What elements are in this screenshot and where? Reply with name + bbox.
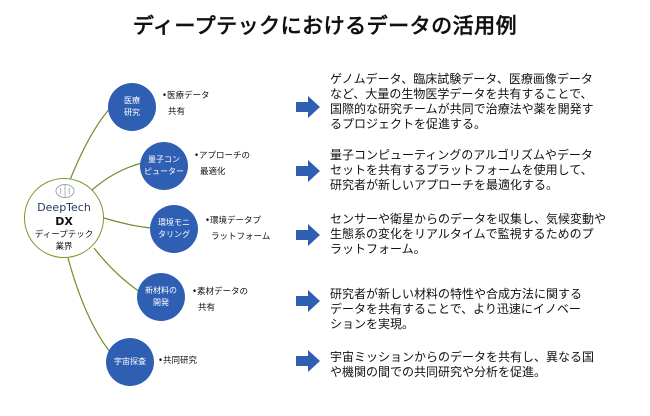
bullet-medical: •医療データ 共有 [162,88,210,120]
bullet-text: •アプローチの [194,151,251,161]
bullet-space: •共同研究 [158,353,197,369]
desc-space: 宇宙ミッションからのデータを共有し、異なる国 や機関の間での共同研究や分析を促進… [330,350,640,380]
node-medical-research: 医療研究 [108,83,156,131]
brain-icon [55,184,75,198]
node-environment-monitoring: 環境モニタリング [150,205,198,253]
desc-line: センサーや衛星からのデータを収集し、気候変動や [330,212,607,226]
bullet-text: 最適化 [200,167,226,178]
node-text: 宇宙探査 [114,357,146,366]
node-text: 開発 [153,298,169,307]
desc-line: や機関の間での共同研究や分析を促進。 [330,365,547,379]
connector-line-1 [69,105,113,181]
desc-line: データを共有することで、より迅速にイノベー [330,302,581,316]
bullet-text: •医療データ [162,91,210,101]
node-text: 医療 [124,96,140,105]
desc-line: ゲノムデータ、臨床試験データ、医療画像データ [330,72,593,86]
desc-line: 量子コンピューティングのアルゴリズムやデータ [330,148,593,162]
node-text: 環境モニ [158,218,190,227]
hub-label-deeptech: DeepTech [37,201,91,214]
bullet-text: •素材データの [192,287,249,297]
desc-line: 研究者が新しいアプローチを最適化する。 [330,178,559,192]
desc-line: セットを共有するプラットフォームを使用して、 [330,163,593,177]
bullet-environment: •環境データプ ラットフォーム [205,213,270,245]
node-space-exploration: 宇宙探査 [106,338,154,386]
desc-line: ションを実現。 [330,317,415,331]
right-arrow-icon [296,224,320,246]
right-arrow-icon [296,160,320,182]
desc-line: ラットフォーム。 [330,242,426,256]
bullet-text: 共有 [198,303,216,314]
connector-line-5 [67,257,111,353]
desc-medical: ゲノムデータ、臨床試験データ、医療画像データ など、大量の生物医学データを共有す… [330,72,640,132]
right-arrow-icon [296,290,320,312]
node-text: 新材料の [145,286,177,295]
bullet-text: ラットフォーム [211,232,271,243]
node-text: 量子コン [148,155,180,164]
hub-label-sector: 業界 [55,242,73,252]
bullet-materials: •素材データの 共有 [192,284,248,316]
desc-line: 研究者が新しい材料の特性や合成方法に関する [330,287,583,301]
desc-line: 宇宙ミッションからのデータを共有し、異なる国 [330,350,595,364]
deeptech-hub: DeepTech DX ディープテック 業界 [24,178,104,258]
connector-line-2 [91,162,143,191]
desc-environment: センサーや衛星からのデータを収集し、気候変動や 生態系の変化をリアルタイムで監視… [330,212,640,257]
node-text: タリング [158,230,190,239]
connector-line-3 [103,217,153,229]
hub-label-industry: ディープテック [34,230,94,240]
desc-materials: 研究者が新しい材料の特性や合成方法に関する データを共有することで、より迅速にイ… [330,287,640,332]
connector-line-4 [93,247,141,293]
desc-line: など、大量の生物医学データを共有することで、 [330,87,593,101]
bullet-text: 共有 [168,107,186,118]
right-arrow-icon [296,96,320,118]
right-arrow-icon [296,350,320,372]
page-title: ディープテックにおけるデータの活用例 [132,14,518,38]
desc-quantum: 量子コンピューティングのアルゴリズムやデータ セットを共有するプラットフォームを… [330,148,640,193]
node-new-materials: 新材料の開発 [137,273,185,321]
bullet-quantum: •アプローチの 最適化 [194,148,250,180]
node-quantum-computer: 量子コンピューター [140,142,188,190]
bullet-text: •共同研究 [158,356,198,366]
desc-line: 国際的な研究チームが共同で治療法や薬を開発す [330,102,594,116]
desc-line: るプロジェクトを促進する。 [330,117,487,131]
node-text: 研究 [124,108,140,117]
hub-label-dx: DX [55,215,73,228]
node-text: ピューター [144,167,184,176]
bullet-text: •環境データプ [205,216,262,226]
desc-line: 生態系の変化をリアルタイムで監視するためのプ [330,227,594,241]
